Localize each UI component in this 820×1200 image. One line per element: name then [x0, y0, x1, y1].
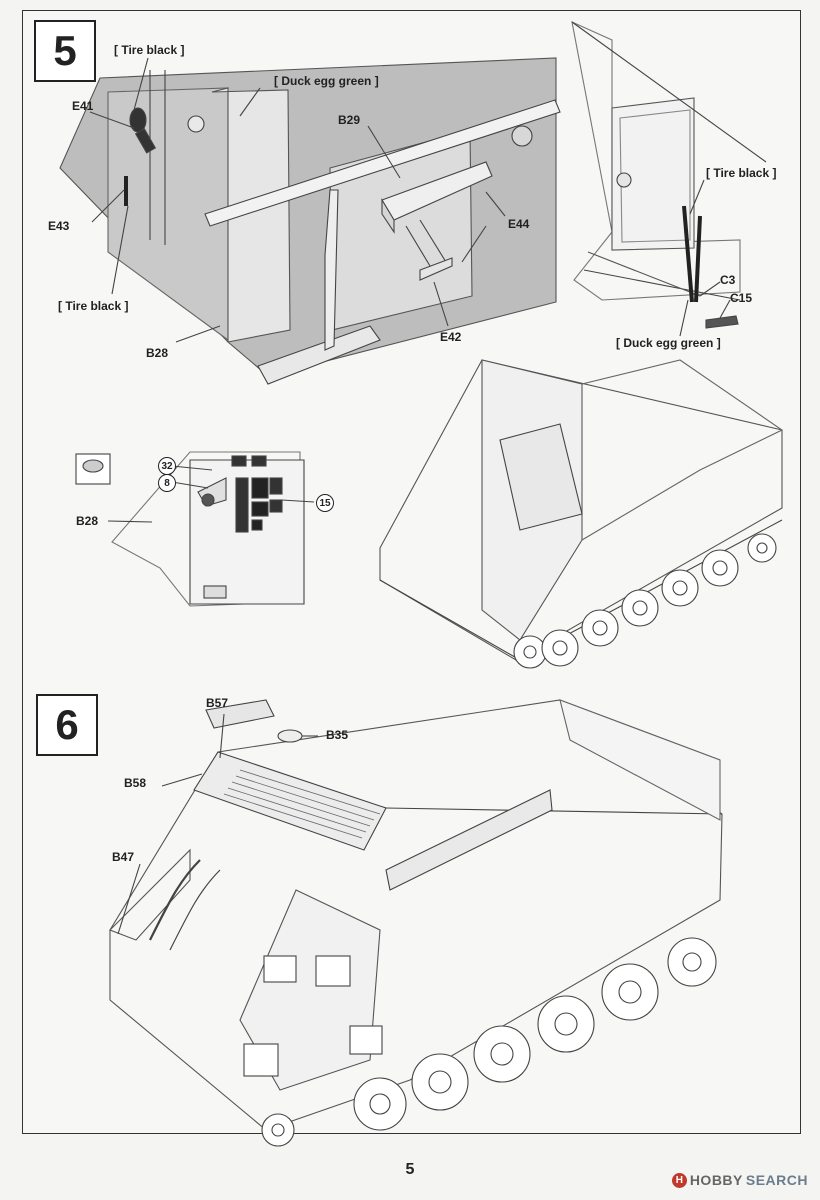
b29-beam	[204, 99, 561, 227]
step-number-5: 5	[34, 20, 96, 82]
step5-road-wheels	[513, 533, 777, 669]
step6-road-wheels	[261, 937, 717, 1147]
paint-label-tire-black: [ Tire black ]	[114, 43, 185, 57]
brand-search: SEARCH	[745, 1172, 808, 1188]
hobby-search-logo-icon: H	[671, 1172, 687, 1188]
decal-number: 8	[158, 474, 176, 492]
page-number: 5	[405, 1161, 415, 1178]
part-label-b28: B28	[146, 346, 169, 360]
part-label-c15: C15	[730, 291, 753, 305]
decal-number: 15	[316, 494, 334, 512]
brand-hobby: HOBBY	[689, 1172, 743, 1188]
part-label-b57: B57	[206, 696, 229, 710]
part-label-b29: B29	[338, 113, 361, 127]
hobby-search-watermark: H HOBBY SEARCH	[671, 1172, 808, 1188]
step-number-6: 6	[36, 694, 98, 756]
part-label-b28: B28	[76, 514, 99, 528]
part-label-c3: C3	[720, 273, 736, 287]
decal-number: 32	[158, 457, 176, 475]
part-label-b35: B35	[326, 728, 349, 742]
part-label-e44: E44	[508, 217, 530, 231]
part-label-b47: B47	[112, 850, 135, 864]
paint-label-duck-egg-green: [ Duck egg green ]	[616, 336, 721, 350]
part-label-e41: E41	[72, 99, 94, 113]
part-label-e43: E43	[48, 219, 70, 233]
part-label-e42: E42	[440, 330, 462, 344]
paint-label-tire-black: [ Tire black ]	[58, 299, 129, 313]
part-label-b58: B58	[124, 776, 147, 790]
e41-part	[129, 107, 147, 133]
paint-label-tire-black: [ Tire black ]	[706, 166, 777, 180]
paint-label-duck-egg-green: [ Duck egg green ]	[274, 74, 379, 88]
